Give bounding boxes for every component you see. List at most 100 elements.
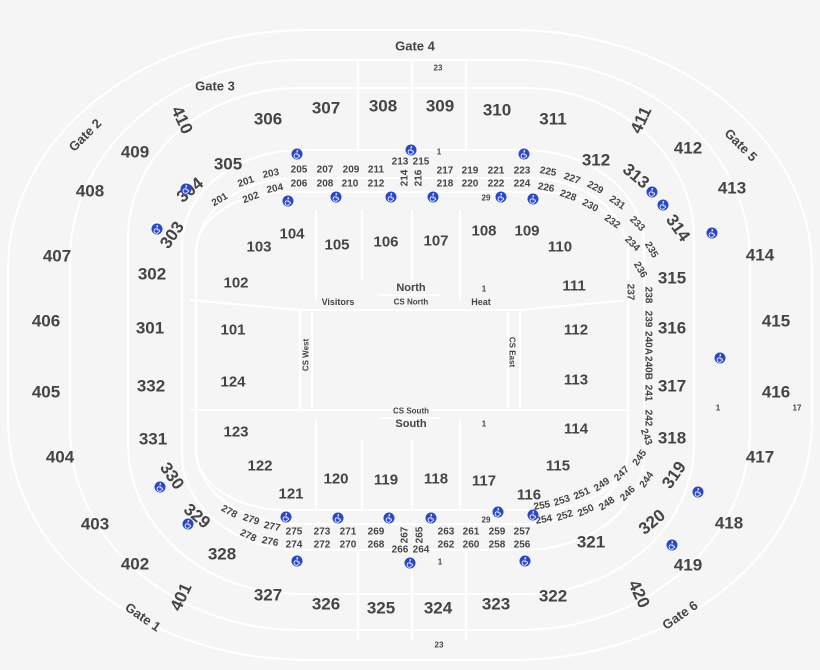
section-312[interactable]: 312 [582,151,610,170]
section-320[interactable]: 320 [635,506,669,539]
section-415[interactable]: 415 [762,312,790,331]
section-406[interactable]: 406 [32,312,60,331]
section-207[interactable]: 207 [317,165,334,176]
section-256[interactable]: 256 [514,540,531,551]
section-220[interactable]: 220 [462,179,479,190]
section-275[interactable]: 275 [286,527,303,538]
gate-label[interactable]: Gate 5 [722,126,761,165]
section-108[interactable]: 108 [471,223,496,240]
section-120[interactable]: 120 [323,471,348,488]
section-417[interactable]: 417 [746,448,774,467]
section-402[interactable]: 402 [121,555,149,574]
section-118[interactable]: 118 [424,471,448,488]
section-238[interactable]: 238 [643,287,654,304]
section-203[interactable]: 203 [262,167,281,181]
section-257[interactable]: 257 [514,527,531,538]
section-222[interactable]: 222 [488,179,505,190]
section-246[interactable]: 246 [618,484,638,504]
section-412[interactable]: 412 [674,139,702,158]
row-number[interactable]: 1 [482,420,487,429]
section-332[interactable]: 332 [137,377,165,396]
section-239[interactable]: 239 [643,311,654,328]
court-cs-north[interactable]: CS North [394,298,429,307]
section-226[interactable]: 226 [537,181,556,195]
section-103[interactable]: 103 [246,239,271,256]
section-107[interactable]: 107 [423,233,448,250]
section-260[interactable]: 260 [463,540,480,551]
section-124[interactable]: 124 [220,374,246,391]
section-270[interactable]: 270 [340,540,357,551]
section-212[interactable]: 212 [368,179,385,190]
section-274[interactable]: 274 [286,540,303,551]
section-328[interactable]: 328 [208,545,236,564]
section-104[interactable]: 104 [279,226,305,243]
section-331[interactable]: 331 [139,430,167,449]
court-cs-west[interactable]: CS West [302,339,311,372]
section-314[interactable]: 314 [662,211,694,246]
row-number[interactable]: 1 [482,285,487,294]
section-240A[interactable]: 240A [643,331,654,355]
section-242[interactable]: 242 [643,410,654,427]
section-321[interactable]: 321 [577,533,605,552]
section-278[interactable]: 278 [219,503,239,521]
section-111[interactable]: 111 [562,278,585,295]
row-number[interactable]: 17 [793,404,802,413]
section-258[interactable]: 258 [489,540,506,551]
court-cs-east[interactable]: CS East [508,337,517,368]
section-229[interactable]: 229 [585,179,605,197]
section-211[interactable]: 211 [368,165,385,176]
section-209[interactable]: 209 [343,165,360,176]
row-number[interactable]: 23 [434,64,443,73]
section-418[interactable]: 418 [715,514,743,533]
section-266[interactable]: 266 [392,545,409,556]
section-119[interactable]: 119 [374,472,398,489]
section-411[interactable]: 411 [627,104,656,137]
section-410[interactable]: 410 [167,103,196,137]
row-number[interactable]: 1 [438,558,443,567]
section-110[interactable]: 110 [548,239,572,256]
section-326[interactable]: 326 [312,595,340,614]
section-315[interactable]: 315 [658,269,686,288]
section-206[interactable]: 206 [291,179,308,190]
section-240B[interactable]: 240B [643,356,654,380]
section-113[interactable]: 113 [564,372,588,389]
court-south[interactable]: South [395,418,426,430]
section-307[interactable]: 307 [312,99,340,118]
gate-label[interactable]: Gate 6 [659,597,700,632]
section-303[interactable]: 303 [156,218,188,252]
section-202[interactable]: 202 [241,190,261,206]
section-268[interactable]: 268 [368,540,385,551]
section-244[interactable]: 244 [638,470,657,490]
section-416[interactable]: 416 [762,383,790,402]
section-225[interactable]: 225 [539,165,558,179]
section-216[interactable]: 216 [414,169,425,186]
section-327[interactable]: 327 [254,586,282,605]
section-115[interactable]: 115 [546,458,570,475]
section-310[interactable]: 310 [483,101,511,120]
section-105[interactable]: 105 [324,237,349,254]
court-heat[interactable]: Heat [471,297,491,307]
row-number[interactable]: 23 [435,641,444,650]
row-number[interactable]: 29 [482,194,491,203]
section-316[interactable]: 316 [658,319,686,338]
gate-label[interactable]: Gate 1 [122,599,163,634]
section-276[interactable]: 276 [261,535,280,549]
section-313[interactable]: 313 [619,160,653,193]
section-254[interactable]: 254 [535,513,554,527]
section-102[interactable]: 102 [223,275,248,292]
section-414[interactable]: 414 [746,246,775,265]
row-number[interactable]: 1 [437,148,442,157]
court-visitors[interactable]: Visitors [322,297,355,307]
section-213[interactable]: 213 [392,157,409,168]
section-325[interactable]: 325 [367,599,395,618]
section-323[interactable]: 323 [482,595,510,614]
gate-label[interactable]: Gate 3 [195,79,235,94]
section-319[interactable]: 319 [658,458,690,492]
section-215[interactable]: 215 [413,157,430,168]
row-number[interactable]: 29 [482,516,491,525]
section-279[interactable]: 279 [241,512,261,528]
section-413[interactable]: 413 [718,179,746,198]
section-324[interactable]: 324 [424,599,453,618]
section-317[interactable]: 317 [658,377,686,396]
section-308[interactable]: 308 [369,97,397,116]
